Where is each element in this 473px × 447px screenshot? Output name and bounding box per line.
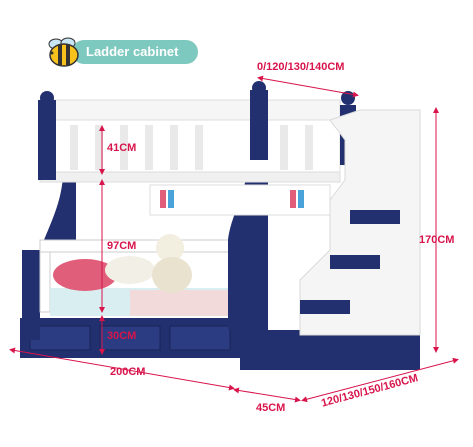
badge-pill <box>72 40 198 64</box>
stair-drawer <box>240 330 420 370</box>
stair-depth-label: 45CM <box>256 402 286 414</box>
bottom-height-label: 30CM <box>107 330 137 342</box>
badge-label: Ladder cabinet <box>86 44 179 59</box>
top-width-label: 0/120/130/140CM <box>257 61 345 73</box>
feature-badge: Ladder cabinet <box>40 36 198 68</box>
guard-height-label: 41CM <box>107 142 137 154</box>
upper-guard <box>39 119 341 176</box>
middle-height-label: 97CM <box>107 240 137 252</box>
length-label: 200CM <box>110 366 146 378</box>
total-height-label: 170CM <box>419 234 455 246</box>
bee-icon <box>48 37 79 67</box>
